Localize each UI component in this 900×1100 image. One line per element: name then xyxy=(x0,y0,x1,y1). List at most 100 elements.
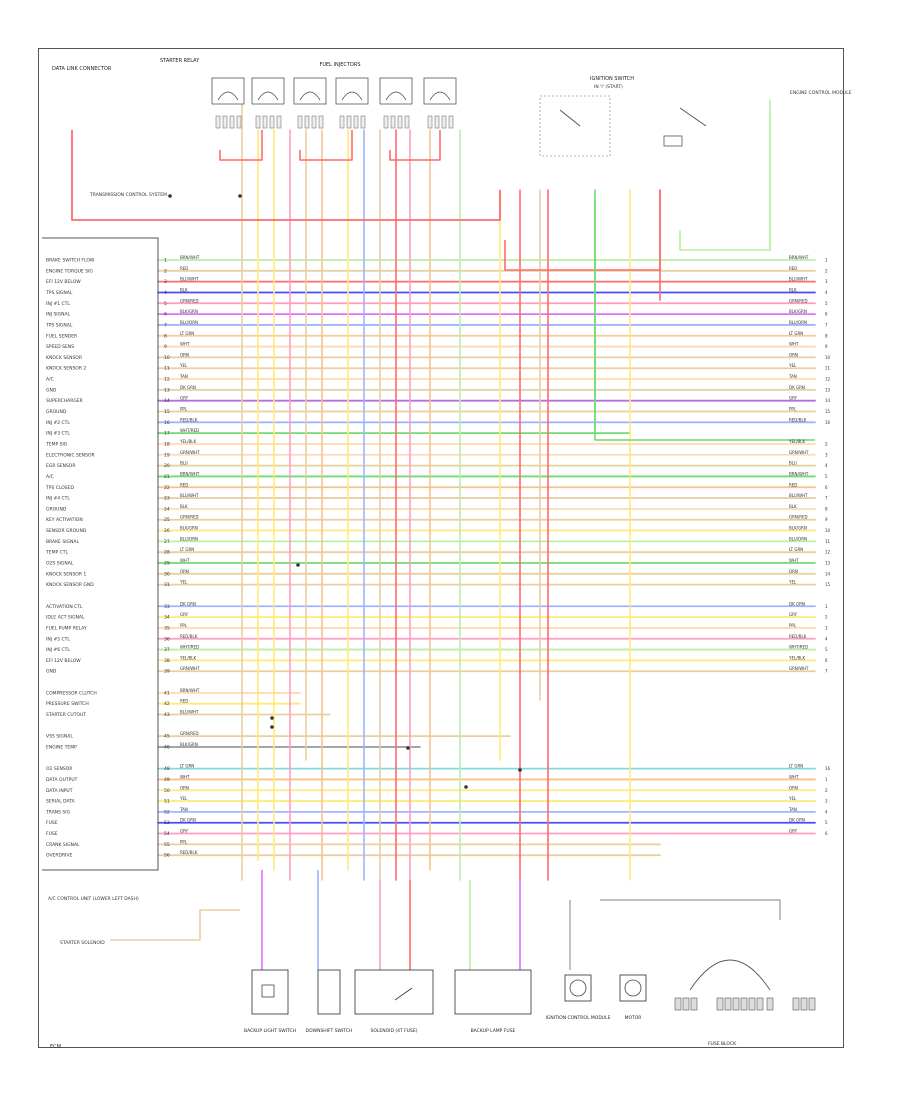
ecm-pin-number: 21 xyxy=(164,474,170,480)
ecm-top-label: ENGINE CONTROL MODULE xyxy=(790,90,852,96)
ecm-pin-label: ACTIVATION CTL xyxy=(46,604,83,610)
injector-pin xyxy=(229,115,235,129)
wire-code-right: BRN/WHT xyxy=(789,255,809,260)
wire-code-right: BRN/WHT xyxy=(789,471,809,476)
connector-pin: 12 xyxy=(825,550,831,555)
injector-pin xyxy=(353,115,359,129)
injector-coil xyxy=(257,91,279,101)
wire-code-right: WHT xyxy=(789,558,799,563)
ecm-pin-number: 9 xyxy=(164,344,167,350)
connector-pin: 10 xyxy=(825,355,831,360)
fuse-block-title: FUSE BLOCK xyxy=(708,1041,737,1047)
ecm-pin-number: 45 xyxy=(164,734,170,740)
ecm-pin-number: 7 xyxy=(164,322,167,328)
wire-code-right: WHT/RED xyxy=(789,645,808,650)
bottom-component: DOWNSHIFT SWITCH xyxy=(306,969,352,1034)
wire-code: RED/BLK xyxy=(180,417,198,422)
splice-dot xyxy=(168,194,172,198)
injector-pin xyxy=(297,115,303,129)
wire-code-right: GRY xyxy=(789,829,798,834)
ecm-pin-label: IDLE ACT SIGNAL xyxy=(46,615,85,621)
fuse xyxy=(748,997,756,1011)
wire-code-right: GRN/WHT xyxy=(789,666,809,671)
ecm-pin-number: 22 xyxy=(164,485,170,491)
ecm-pin-label: ELECTRONIC SENSOR xyxy=(46,452,95,458)
starter-wire xyxy=(110,909,240,941)
fuse xyxy=(674,997,682,1011)
injector-pin xyxy=(255,115,261,129)
motor-symbol xyxy=(569,979,587,997)
wire-code: BLU/WHT xyxy=(180,277,199,282)
connector-pin: 11 xyxy=(825,366,831,371)
fuel-injectors-title: FUEL INJECTORS xyxy=(319,62,360,68)
wire-code: LT GRN xyxy=(180,331,194,336)
injector-pin xyxy=(434,115,440,129)
injector-pin xyxy=(346,115,352,129)
injector-pin xyxy=(262,115,268,129)
bottom-component: BACKUP LIGHT SWITCH xyxy=(244,969,296,1034)
component-label: IGNITION CONTROL MODULE xyxy=(546,1015,611,1021)
connector-pin: 3 xyxy=(825,625,828,630)
connector-pin: 12 xyxy=(825,377,831,382)
ecm-pin-number: 55 xyxy=(164,842,170,848)
ecm-pin-label: SUPERCHARGER xyxy=(46,398,83,404)
injector-red-2 xyxy=(299,130,353,161)
ecm-pin-label: TPS SIGNAL xyxy=(45,322,73,328)
fuse xyxy=(682,997,690,1011)
ecm-outline xyxy=(42,237,159,871)
ecm-pin-number: 2 xyxy=(164,268,167,274)
wire-code-right: YEL xyxy=(788,363,797,368)
wire-code: BRN/WHT xyxy=(180,471,200,476)
splice-dot xyxy=(518,768,522,772)
connector-pin: 5 xyxy=(825,647,828,652)
wire-code: DK GRN xyxy=(180,818,196,823)
ecm-pin-number: 3 xyxy=(164,279,167,285)
ecm-pin-number: 8 xyxy=(164,333,167,339)
transmission-label: TRANSMISSION CONTROL SYSTEM xyxy=(89,192,167,198)
ecm-pin-number: 25 xyxy=(164,517,170,523)
ecm-pin-number: 41 xyxy=(164,690,170,696)
motor-symbol xyxy=(624,979,642,997)
fuel-injector xyxy=(379,77,413,129)
ecm-pin-label: KNOCK SENSOR 2 xyxy=(46,366,86,372)
connector-pin: 4 xyxy=(825,463,828,468)
connector-pin: 16 xyxy=(825,420,831,425)
ecm-pin-number: 37 xyxy=(164,647,170,653)
injector-pin xyxy=(441,115,447,129)
wire-code-right: RED xyxy=(789,482,797,487)
connector-pin: 3 xyxy=(825,799,828,804)
wire-code-right: BLU xyxy=(789,461,797,466)
wire-code-right: WHT xyxy=(789,342,799,347)
ecm-pin-label: INJ #5 CTL xyxy=(46,636,70,642)
fuel-injector xyxy=(335,77,369,129)
ecm-pin-label: KNOCK SENSOR GND xyxy=(46,582,94,588)
wire-code: YEL/BLK xyxy=(179,655,197,660)
wire-code: GRN/WHT xyxy=(180,450,200,455)
ecm-pin-number: 46 xyxy=(164,744,170,750)
wire-code-right: TAN xyxy=(788,374,797,379)
ecm-pin-label: INJ #3 CTL xyxy=(46,431,70,437)
connector-pin: 5 xyxy=(825,301,828,306)
connector-pin: 3 xyxy=(825,279,828,284)
injector-pin xyxy=(215,115,221,129)
wire-code-right: DK GRN xyxy=(789,385,805,390)
wires-layer xyxy=(71,99,816,970)
connector-pin: 7 xyxy=(825,669,828,674)
wire-code: RED/BLK xyxy=(180,850,198,855)
